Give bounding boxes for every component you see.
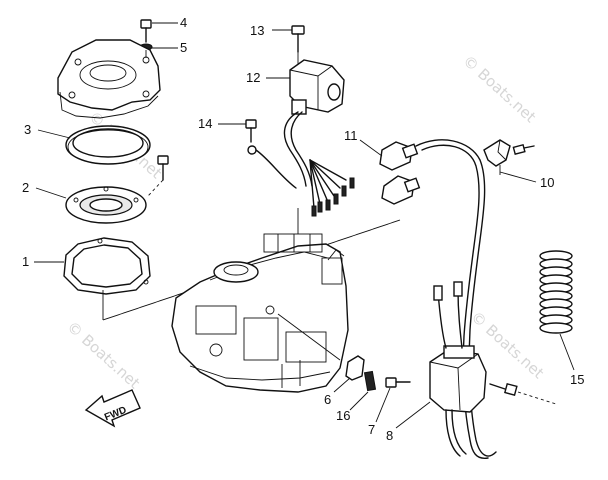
callout-8: 8 xyxy=(386,428,393,443)
engine-block xyxy=(171,233,349,393)
spark-plug-cap-part-11[interactable] xyxy=(379,141,421,205)
callout-11: 11 xyxy=(344,128,358,143)
gasket-part-1[interactable] xyxy=(63,237,151,295)
screw-part-7[interactable] xyxy=(385,377,411,388)
callout-2: 2 xyxy=(22,180,29,195)
watermark-top-right: © Boats.net xyxy=(459,52,539,127)
sleeve-part-15[interactable] xyxy=(539,250,573,334)
fwd-arrow-icon: FWD xyxy=(84,389,141,428)
high-tension-leads xyxy=(415,139,497,459)
coil-wire-harness xyxy=(283,111,355,234)
holder-part-16[interactable] xyxy=(363,370,377,392)
callout-12: 12 xyxy=(246,70,260,85)
callout-14: 14 xyxy=(198,116,212,131)
callout-16: 16 xyxy=(336,408,350,423)
callout-6: 6 xyxy=(324,392,331,407)
clamp-part-10[interactable] xyxy=(483,139,535,175)
screw-ring-2[interactable] xyxy=(147,155,169,197)
callout-10: 10 xyxy=(540,175,554,190)
cdi-unit-part-8[interactable] xyxy=(429,281,487,457)
bracket-part-6[interactable] xyxy=(345,355,365,381)
ignition-coil-part-12[interactable] xyxy=(289,59,345,115)
ground-wire xyxy=(255,149,297,189)
callout-13: 13 xyxy=(250,23,264,38)
callout-5: 5 xyxy=(180,40,187,55)
screw-part-14[interactable] xyxy=(245,119,257,155)
ring-part-3[interactable] xyxy=(65,125,151,165)
callout-7: 7 xyxy=(368,422,375,437)
screw-part-4[interactable] xyxy=(140,19,152,43)
callout-4: 4 xyxy=(180,15,187,30)
callout-3: 3 xyxy=(24,122,31,137)
cdi-mount-screw[interactable] xyxy=(489,382,557,405)
watermark-mid-left: © Boats.net xyxy=(63,318,143,393)
callout-15: 15 xyxy=(570,372,584,387)
leader-lines xyxy=(34,22,575,429)
callout-1: 1 xyxy=(22,254,29,269)
screw-part-13[interactable] xyxy=(291,25,305,64)
stator-base-plate[interactable] xyxy=(57,39,161,119)
plate-part-2[interactable] xyxy=(65,186,147,224)
